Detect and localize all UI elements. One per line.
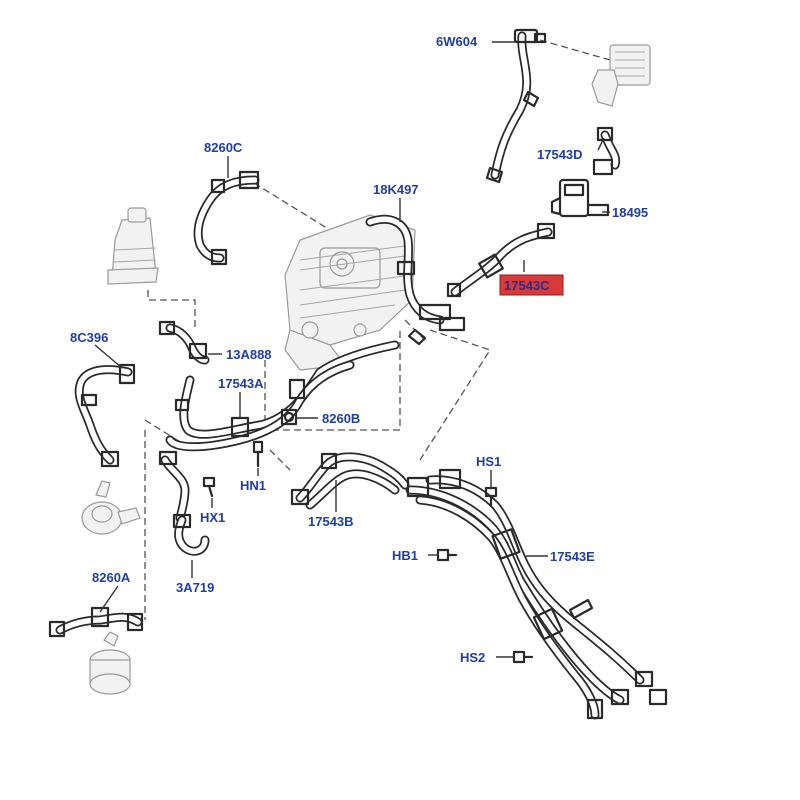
hose-6W604[interactable] — [485, 28, 547, 184]
hose-8260A[interactable] — [48, 606, 144, 638]
hose-17543E[interactable] — [405, 468, 668, 720]
label-17543D[interactable]: 17543D — [537, 147, 583, 162]
hose-8C396[interactable] — [74, 363, 136, 468]
hvac-unit — [284, 214, 416, 371]
auxiliary-heater — [89, 631, 131, 695]
hose-17543D[interactable] — [592, 126, 621, 176]
valve-18495[interactable] — [550, 178, 610, 218]
leader-lines — [94, 41, 610, 658]
coolant-pump — [81, 480, 141, 535]
label-6W604[interactable]: 6W604 — [436, 34, 478, 49]
oil-cooler — [591, 44, 651, 107]
label-13A888[interactable]: 13A888 — [226, 347, 272, 362]
label-17543A[interactable]: 17543A — [218, 376, 264, 391]
label-8260A[interactable]: 8260A — [92, 570, 131, 585]
hose-18K497[interactable] — [365, 214, 466, 346]
label-8C396[interactable]: 8C396 — [70, 330, 108, 345]
label-17543E[interactable]: 17543E — [550, 549, 595, 564]
label-8260B[interactable]: 8260B — [322, 411, 360, 426]
label-HX1[interactable]: HX1 — [200, 510, 225, 525]
bolt-HX1[interactable] — [202, 476, 216, 498]
coolant-reservoir — [107, 207, 159, 285]
bolt-HS2[interactable] — [512, 650, 534, 664]
hose-17543C[interactable] — [446, 222, 556, 298]
label-3A719[interactable]: 3A719 — [176, 580, 214, 595]
bolt-HB1[interactable] — [436, 548, 458, 562]
bolt-HN1[interactable] — [252, 440, 264, 468]
label-17543C[interactable]: 17543C — [504, 278, 550, 293]
part-labels: 6W604 8260C 18K497 17543D 18495 17543C 8… — [70, 34, 648, 665]
bolt-HS1[interactable] — [484, 486, 498, 508]
label-HS2[interactable]: HS2 — [460, 650, 485, 665]
hose-17543B[interactable] — [290, 452, 410, 510]
hose-13A888[interactable] — [158, 320, 210, 365]
hose-8260C[interactable] — [193, 170, 260, 266]
label-17543B[interactable]: 17543B — [308, 514, 354, 529]
hose-17543A[interactable] — [158, 340, 400, 523]
clamp-8260B[interactable] — [280, 408, 298, 426]
label-HN1[interactable]: HN1 — [240, 478, 266, 493]
hose-3A719[interactable] — [172, 513, 210, 556]
label-18K497[interactable]: 18K497 — [373, 182, 419, 197]
label-18495[interactable]: 18495 — [612, 205, 648, 220]
label-8260C[interactable]: 8260C — [204, 140, 243, 155]
label-HB1[interactable]: HB1 — [392, 548, 418, 563]
label-HS1[interactable]: HS1 — [476, 454, 501, 469]
highlight-17543C — [499, 274, 564, 296]
